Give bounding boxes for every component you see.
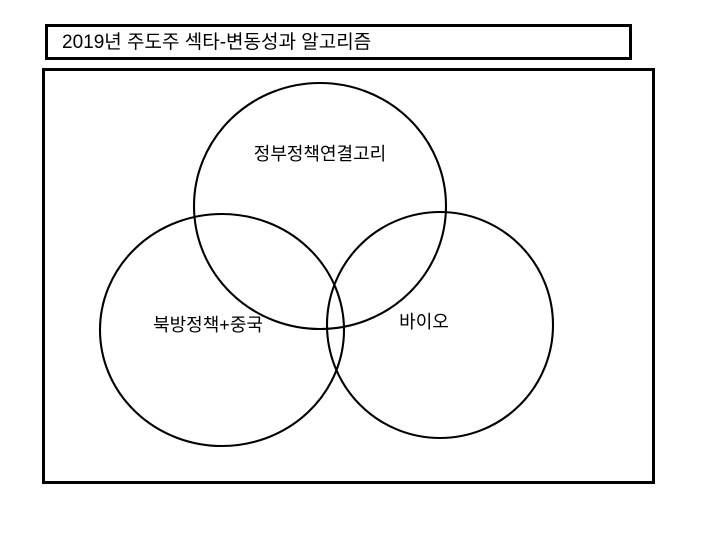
page-title: 2019년 주도주 섹타-변동성과 알고리즘 (62, 31, 372, 53)
venn-label-left: 북방정책+중국 (153, 315, 263, 335)
title-box: 2019년 주도주 섹타-변동성과 알고리즘 (45, 24, 632, 60)
venn-label-right: 바이오 (399, 312, 449, 332)
venn-label-top: 정부정책연결고리 (253, 144, 387, 164)
diagram-frame (42, 68, 655, 484)
